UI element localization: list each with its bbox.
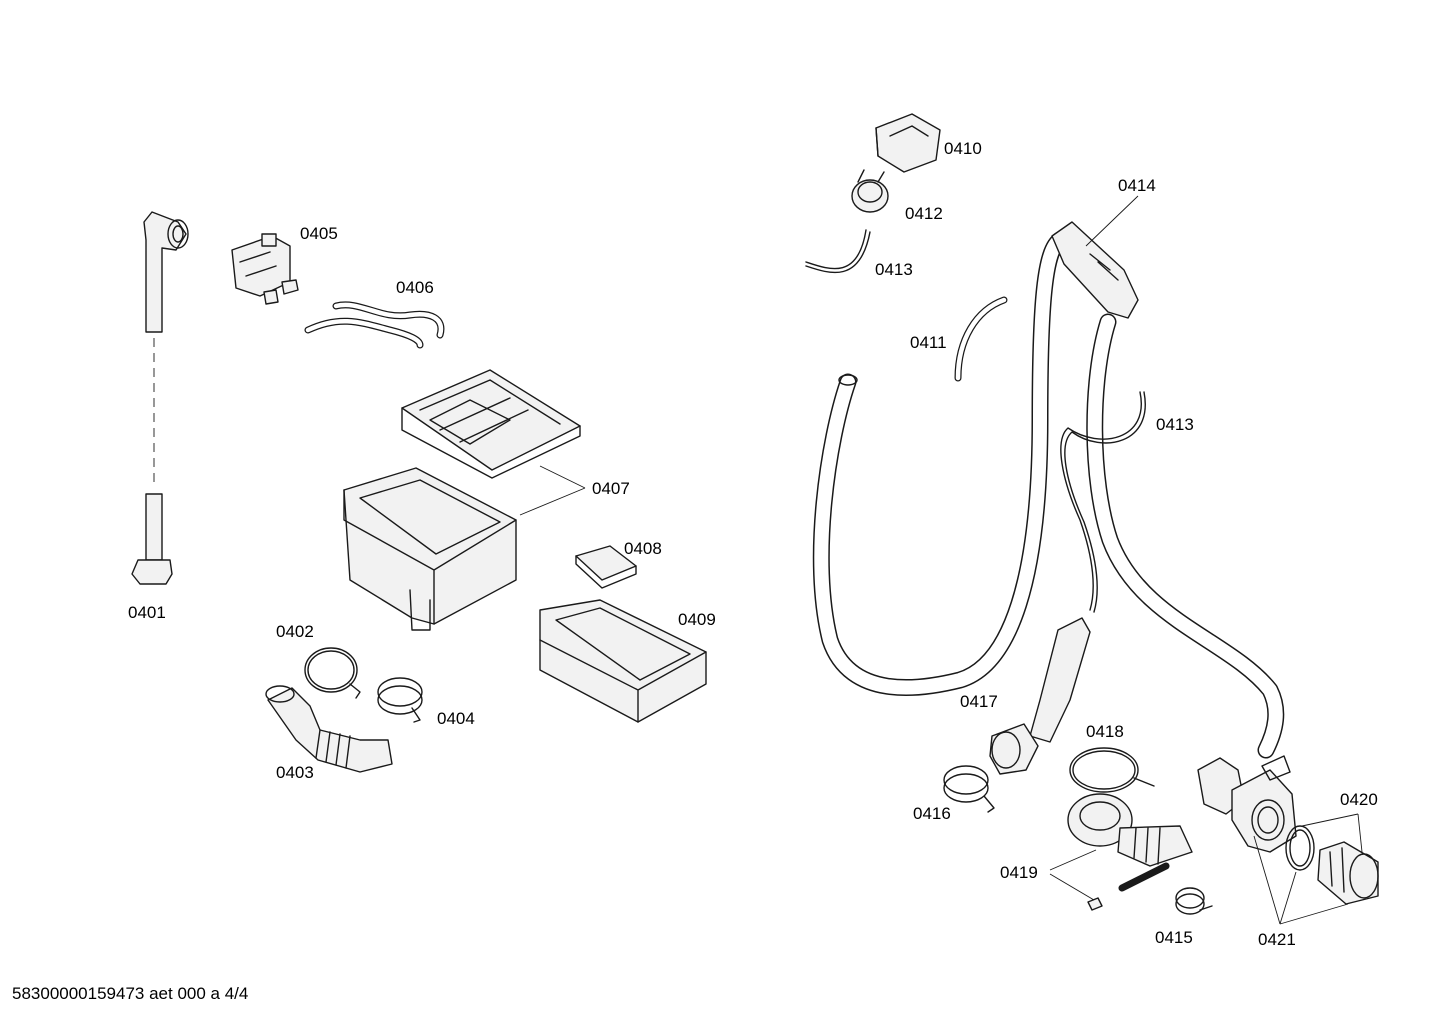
label-0413-right: 0413 — [1156, 415, 1194, 434]
part-0414-fitting — [1051, 221, 1139, 319]
label-0407: 0407 — [592, 479, 630, 498]
part-drain-hose-main — [1086, 313, 1285, 759]
part-0407-dispenser-cover — [401, 369, 581, 479]
part-0413-wire-top — [805, 229, 871, 274]
label-0410: 0410 — [944, 139, 982, 158]
part-0413-wire-right — [1060, 391, 1146, 613]
part-0406-hose — [304, 301, 445, 349]
part-0420-gasket — [1285, 825, 1315, 871]
label-0414: 0414 — [1118, 176, 1156, 195]
label-0413-top: 0413 — [875, 260, 913, 279]
label-0403: 0403 — [276, 763, 314, 782]
part-0401-inlet-hose — [131, 211, 189, 585]
label-0401: 0401 — [128, 603, 166, 622]
label-0417: 0417 — [960, 692, 998, 711]
label-0415: 0415 — [1155, 928, 1193, 947]
part-0416-clamp — [943, 765, 995, 813]
document-footer: 58300000159473 aet 000 a 4/4 — [12, 984, 249, 1003]
part-0404-clamp — [377, 677, 423, 723]
label-0406: 0406 — [396, 278, 434, 297]
part-0415-clamp — [1175, 887, 1213, 915]
part-0402-clamp — [304, 647, 361, 699]
label-0420: 0420 — [1340, 790, 1378, 809]
label-0408: 0408 — [624, 539, 662, 558]
part-0403-bellows — [265, 685, 393, 773]
part-0417-chamber — [989, 617, 1091, 775]
label-0421: 0421 — [1258, 930, 1296, 949]
part-drain-pump — [1197, 755, 1297, 853]
label-0419: 0419 — [1000, 863, 1038, 882]
part-0419-sump — [1067, 793, 1193, 911]
part-0409-tray — [539, 599, 707, 723]
part-0410-bracket — [875, 113, 941, 173]
label-0418: 0418 — [1086, 722, 1124, 741]
part-0408-insert — [575, 545, 637, 589]
part-0418-ring — [1069, 747, 1155, 793]
part-drain-hose-loop — [812, 231, 1069, 697]
part-0405-inlet-valve — [231, 233, 299, 305]
label-0405: 0405 — [300, 224, 338, 243]
label-0404: 0404 — [437, 709, 475, 728]
part-0407-dispenser-drawer — [343, 467, 517, 631]
part-0412-fitting — [851, 169, 889, 213]
part-0411-short-hose — [954, 296, 1008, 382]
label-0402: 0402 — [276, 622, 314, 641]
label-0411: 0411 — [910, 333, 947, 352]
label-0409: 0409 — [678, 610, 716, 629]
part-0421-filter — [1317, 841, 1379, 905]
label-0416: 0416 — [913, 804, 951, 823]
label-0412: 0412 — [905, 204, 943, 223]
